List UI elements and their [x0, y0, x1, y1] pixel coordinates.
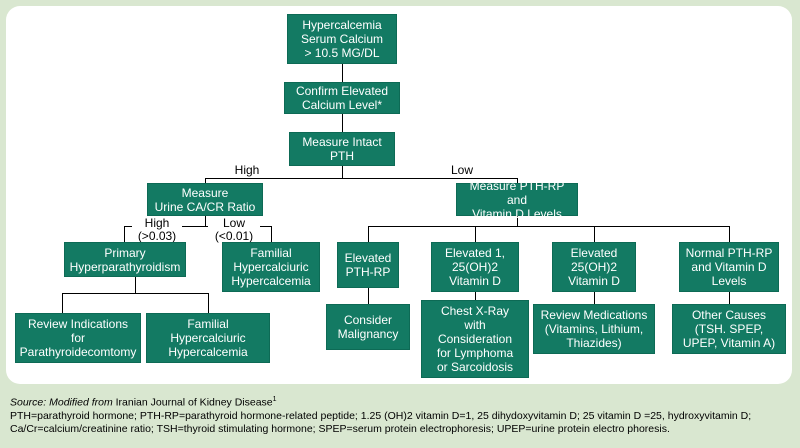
connector	[368, 226, 729, 227]
connector	[62, 293, 208, 294]
edge-label-low: Low	[450, 163, 473, 177]
connector	[205, 216, 206, 226]
node-familial-hypercalciuric-2: Familial Hypercalciuric Hypercalcemia	[146, 313, 270, 363]
node-elevated-25-vitd: Elevated 25(OH)2 Vitamin D	[552, 242, 636, 292]
node-other-causes: Other Causes (TSH. SPEP, UPEP, Vitamin A…	[672, 304, 786, 354]
connector	[475, 292, 476, 300]
source-ref: 1	[272, 396, 277, 403]
node-confirm-calcium: Confirm Elevated Calcium Level*	[284, 82, 400, 114]
edge-label-high-ratio: High (>0.03)	[132, 217, 182, 243]
connector	[208, 293, 209, 313]
node-elevated-125-vitd: Elevated 1, 25(OH)2 Vitamin D	[431, 242, 519, 292]
connector	[135, 277, 136, 293]
connector	[62, 293, 63, 313]
connector	[124, 226, 271, 227]
connector	[205, 178, 517, 179]
source-prefix: Source: Modified from	[10, 396, 113, 409]
connector	[205, 178, 206, 183]
node-normal-pthrp-vitd: Normal PTH-RP and Vitamin D Levels	[679, 242, 779, 292]
node-measure-pthrp-vitd: Measure PTH-RP and Vitamin D Levels	[456, 179, 578, 221]
node-measure-urine-ratio: Measure Urine CA/CR Ratio	[147, 183, 263, 216]
connector	[517, 178, 518, 183]
connector	[124, 226, 125, 242]
node-hypercalcemia: Hypercalcemia Serum Calcium > 10.5 MG/DL	[287, 14, 397, 64]
connector	[342, 64, 343, 82]
node-chest-xray: Chest X-Ray with Consideration for Lymph…	[421, 300, 529, 378]
node-elevated-pthrp: Elevated PTH-RP	[337, 242, 399, 288]
node-familial-hypercalciuric-1: Familial Hypercalciuric Hypercalcemia	[222, 242, 320, 292]
node-review-indications: Review Indications for Parathyroidecomto…	[15, 313, 141, 363]
node-review-medications: Review Medications (Vitamins, Lithium, T…	[533, 304, 655, 354]
connector	[342, 114, 343, 132]
connector	[594, 226, 595, 242]
edge-label-high: High	[234, 163, 260, 177]
connector	[594, 292, 595, 304]
abbreviations-line-2: Ca/Cr=calcium/creatinine ratio; TSH=thyr…	[10, 422, 670, 435]
connector	[729, 226, 730, 242]
connector	[729, 292, 730, 304]
connector	[517, 216, 518, 226]
connector	[475, 226, 476, 242]
abbreviations-line-1: PTH=parathyroid hormone; PTH-RP=parathyr…	[10, 409, 752, 422]
edge-label-low-ratio: Low (<0.01)	[208, 217, 260, 243]
source-text: Iranian Journal of Kidney Disease	[112, 396, 273, 409]
connector	[342, 166, 343, 178]
connector	[368, 288, 369, 304]
connector	[368, 226, 369, 242]
source-line: Source: Modified from Iranian Journal of…	[10, 393, 790, 410]
node-consider-malignancy: Consider Malignancy	[326, 304, 410, 350]
node-primary-hyperparathyroidism: Primary Hyperparathyroidism	[64, 242, 186, 277]
figure-footer: Source: Modified from Iranian Journal of…	[10, 393, 790, 436]
connector	[271, 226, 272, 242]
node-measure-pth: Measure Intact PTH	[289, 132, 395, 166]
